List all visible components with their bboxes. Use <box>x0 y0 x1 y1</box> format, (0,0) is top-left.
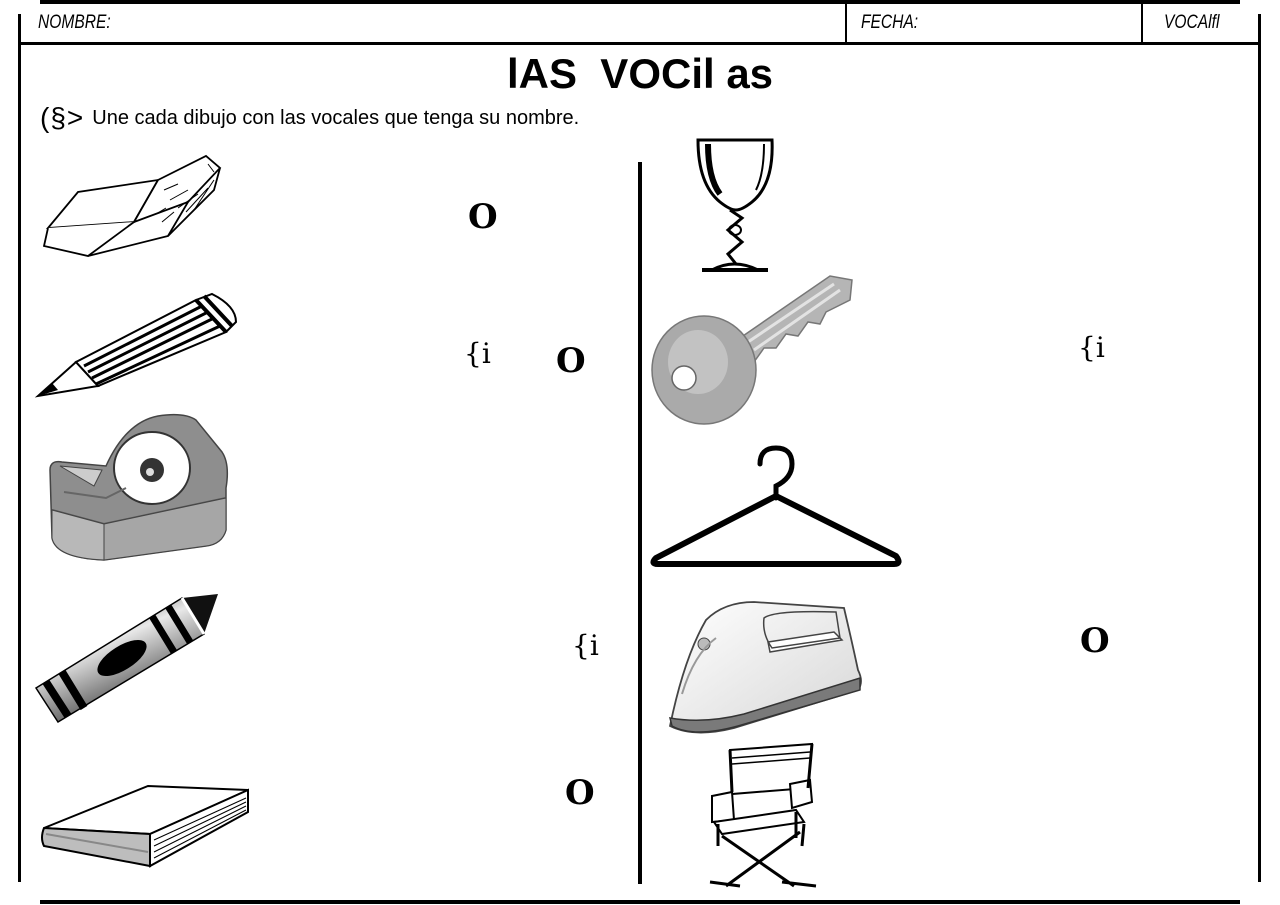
book-picture <box>41 784 249 868</box>
pencil-picture <box>34 292 238 398</box>
eraser-picture <box>42 154 222 257</box>
fecha-field-label: FECHA: <box>861 12 919 33</box>
vowel-i: {i <box>464 337 491 370</box>
tape-dispenser-picture <box>49 413 229 561</box>
iron-picture <box>668 601 862 734</box>
top-rule <box>40 0 1240 4</box>
vowel-o: O <box>556 341 586 381</box>
bottom-rule <box>40 900 1240 904</box>
vowel-o: O <box>468 197 498 237</box>
subject-label: VOCAlfl <box>1164 12 1220 33</box>
header-rule <box>20 42 1260 45</box>
hanger-picture <box>650 445 902 567</box>
nombre-field-label: NOMBRE: <box>38 12 111 33</box>
vowel-o: O <box>565 773 595 813</box>
header-divider-subject <box>1141 2 1143 44</box>
column-divider <box>638 162 642 884</box>
key-picture <box>651 275 853 425</box>
header-divider-fecha <box>845 2 847 44</box>
left-border <box>18 14 21 882</box>
vowel-o: O <box>1080 621 1110 661</box>
instruction-text: Une cada dibujo con las vocales que teng… <box>92 107 580 129</box>
page-title: lAS VOCil as <box>506 50 774 97</box>
instruction: (§> Une cada dibujo con las vocales que t… <box>40 102 579 134</box>
vowel-i: {i <box>572 629 599 662</box>
crayon-picture <box>34 594 218 724</box>
right-border <box>1258 14 1261 882</box>
chair-picture <box>709 742 817 888</box>
goblet-picture <box>696 138 774 272</box>
instruction-symbol: (§> <box>40 102 85 133</box>
vowel-i: {i <box>1078 331 1105 364</box>
